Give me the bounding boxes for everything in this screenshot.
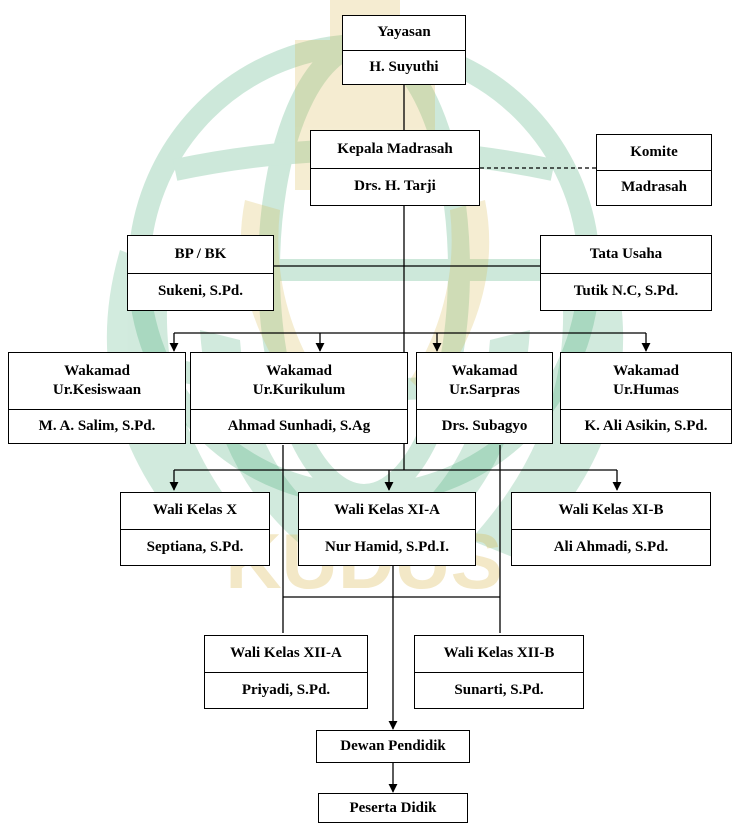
node-tu-name: Tutik N.C, S.Pd. — [541, 272, 711, 311]
node-kesiswaan-title2: Ur.Kesiswaan — [52, 382, 142, 399]
node-komite: Komite Madrasah — [596, 134, 712, 206]
node-humas-title1: Wakamad — [613, 363, 679, 380]
node-wkxib-title: Wali Kelas XI-B — [558, 502, 664, 519]
node-wali-kelas-xi-a: Wali Kelas XI-A Nur Hamid, S.Pd.I. — [298, 492, 476, 566]
node-kepala-name: Drs. H. Tarji — [311, 167, 479, 206]
node-kurikulum-name: Ahmad Sunhadi, S.Ag — [191, 409, 407, 443]
node-wakamad-kurikulum: Wakamad Ur.Kurikulum Ahmad Sunhadi, S.Ag — [190, 352, 408, 444]
node-wkx-title: Wali Kelas X — [152, 502, 238, 519]
node-humas-name: K. Ali Asikin, S.Pd. — [561, 409, 731, 443]
node-yayasan-title: Yayasan — [377, 24, 431, 41]
node-yayasan-name: H. Suyuthi — [343, 49, 465, 85]
node-wkxia-name: Nur Hamid, S.Pd.I. — [299, 528, 475, 566]
node-kurikulum-title2: Ur.Kurikulum — [252, 382, 346, 399]
node-wali-kelas-xi-b: Wali Kelas XI-B Ali Ahmadi, S.Pd. — [511, 492, 711, 566]
node-wkxib-name: Ali Ahmadi, S.Pd. — [512, 528, 710, 566]
node-wkxiia-title: Wali Kelas XII-A — [230, 645, 342, 662]
node-sarpras-title2: Ur.Sarpras — [449, 382, 520, 399]
node-yayasan: Yayasan H. Suyuthi — [342, 15, 466, 85]
node-kesiswaan-name: M. A. Salim, S.Pd. — [9, 409, 185, 443]
node-tata-usaha: Tata Usaha Tutik N.C, S.Pd. — [540, 235, 712, 311]
node-wkxiib-title: Wali Kelas XII-B — [443, 645, 555, 662]
node-kesiswaan-title1: Wakamad — [64, 363, 130, 380]
node-wakamad-kesiswaan: Wakamad Ur.Kesiswaan M. A. Salim, S.Pd. — [8, 352, 186, 444]
node-sarpras-name: Drs. Subagyo — [417, 409, 552, 443]
node-peserta-title: Peserta Didik — [349, 799, 437, 816]
node-wali-kelas-xii-b: Wali Kelas XII-B Sunarti, S.Pd. — [414, 635, 584, 709]
node-bpbk-name: Sukeni, S.Pd. — [128, 272, 273, 311]
node-dewan-pendidik: Dewan Pendidik — [316, 730, 470, 763]
node-wkx-name: Septiana, S.Pd. — [121, 528, 269, 566]
node-wali-kelas-xii-a: Wali Kelas XII-A Priyadi, S.Pd. — [204, 635, 368, 709]
node-kurikulum-title1: Wakamad — [266, 363, 332, 380]
node-dewan-title: Dewan Pendidik — [340, 738, 446, 755]
node-komite-name: Madrasah — [597, 169, 711, 206]
node-humas-title2: Ur.Humas — [613, 382, 679, 399]
node-wali-kelas-x: Wali Kelas X Septiana, S.Pd. — [120, 492, 270, 566]
node-peserta-didik: Peserta Didik — [318, 793, 468, 823]
node-bpbk-title: BP / BK — [174, 245, 227, 262]
node-tu-title: Tata Usaha — [589, 245, 663, 262]
node-wakamad-humas: Wakamad Ur.Humas K. Ali Asikin, S.Pd. — [560, 352, 732, 444]
node-wkxiia-name: Priyadi, S.Pd. — [205, 671, 367, 709]
node-wakamad-sarpras: Wakamad Ur.Sarpras Drs. Subagyo — [416, 352, 553, 444]
node-wkxia-title: Wali Kelas XI-A — [334, 502, 440, 519]
node-wkxiib-name: Sunarti, S.Pd. — [415, 671, 583, 709]
node-komite-title: Komite — [630, 143, 678, 160]
node-bp-bk: BP / BK Sukeni, S.Pd. — [127, 235, 274, 311]
node-kepala-madrasah: Kepala Madrasah Drs. H. Tarji — [310, 130, 480, 206]
node-sarpras-title1: Wakamad — [451, 363, 518, 380]
node-kepala-title: Kepala Madrasah — [337, 140, 453, 157]
